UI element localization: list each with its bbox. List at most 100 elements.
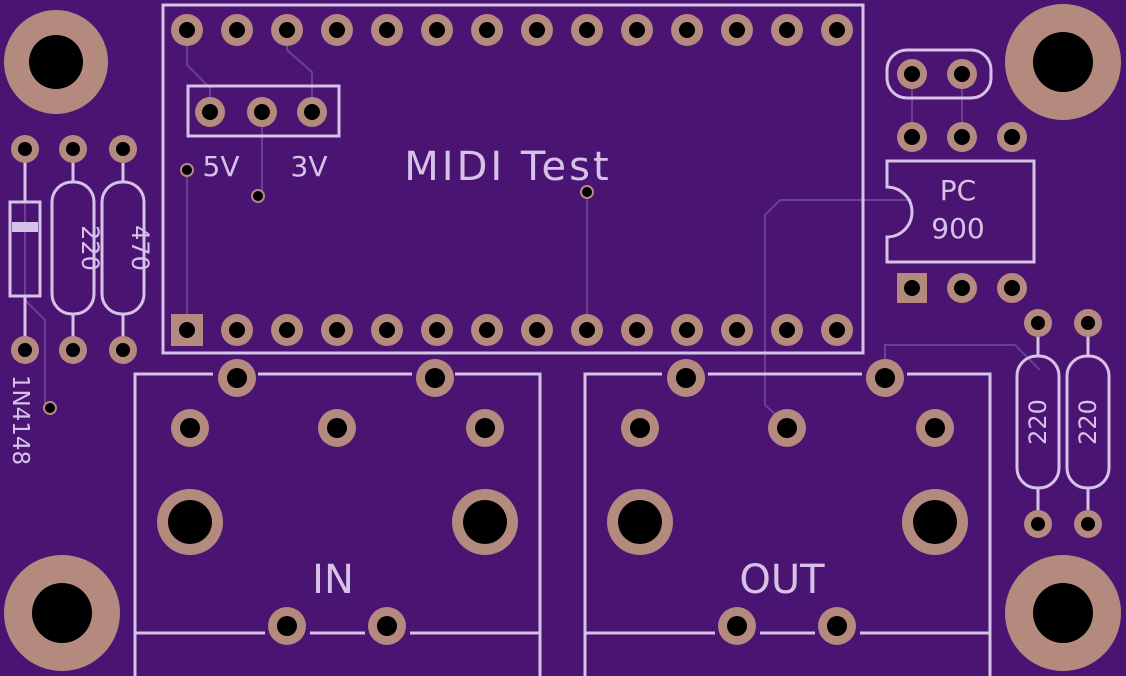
- pad-icon: [771, 14, 803, 46]
- pad-icon: [671, 14, 703, 46]
- label-jack-in: IN: [312, 557, 354, 603]
- pad-icon: [721, 14, 753, 46]
- pad-icon: [421, 14, 453, 46]
- resistor-r4-outline: [1065, 334, 1111, 512]
- via-icon: [580, 185, 594, 199]
- pad-icon: [718, 607, 756, 645]
- pad-icon: [368, 607, 406, 645]
- pad-icon: [11, 135, 39, 163]
- pad-icon: [947, 59, 977, 89]
- pad-icon: [471, 14, 503, 46]
- pad-icon: [471, 314, 503, 346]
- via-icon: [251, 189, 265, 203]
- pad-icon: [297, 97, 327, 127]
- diode-outline: [8, 160, 42, 338]
- pad-icon: [321, 314, 353, 346]
- pad-icon: [897, 122, 927, 152]
- pad-icon: [321, 14, 353, 46]
- pad-icon: [818, 607, 856, 645]
- pad-icon: [452, 489, 518, 555]
- mounting-hole-icon: [1005, 555, 1121, 671]
- resistor-r1-outline: [50, 160, 96, 338]
- pad-icon: [902, 489, 968, 555]
- pad-icon: [11, 336, 39, 364]
- pad-icon: [371, 14, 403, 46]
- pad-icon: [271, 314, 303, 346]
- optocoupler-outline: [885, 159, 1036, 264]
- pad-icon: [1074, 309, 1102, 337]
- pad-icon: [671, 314, 703, 346]
- via-icon: [43, 401, 57, 415]
- pad-icon: [157, 489, 223, 555]
- label-3v: 3V: [291, 150, 328, 183]
- resistor-r3-outline: [1015, 334, 1061, 512]
- label-r1: 220: [76, 225, 104, 271]
- pad-icon: [271, 14, 303, 46]
- resistor-r2-outline: [100, 160, 146, 338]
- label-diode: 1N4148: [7, 375, 33, 465]
- pad-icon: [1024, 510, 1052, 538]
- pad-icon: [621, 14, 653, 46]
- label-jack-out: OUT: [739, 557, 825, 603]
- label-r3: 220: [1024, 399, 1052, 445]
- pad-icon: [947, 122, 977, 152]
- vias: [43, 163, 594, 415]
- pad-icon: [171, 14, 203, 46]
- pad-icon: [897, 273, 927, 303]
- pad-icon: [318, 409, 356, 447]
- pad-icon: [721, 314, 753, 346]
- pad-icon: [607, 489, 673, 555]
- pad-icon: [466, 409, 504, 447]
- mounting-hole-icon: [4, 555, 120, 671]
- pad-icon: [997, 122, 1027, 152]
- pad-icon: [897, 59, 927, 89]
- label-optocoupler-line2: 900: [931, 212, 984, 245]
- pad-icon: [997, 273, 1027, 303]
- pad-icon: [171, 409, 209, 447]
- jack-in-outline: [133, 372, 542, 676]
- pad-icon: [268, 607, 306, 645]
- pads: [11, 14, 1102, 645]
- pad-icon: [221, 14, 253, 46]
- mounting-hole-icon: [4, 10, 108, 114]
- pad-icon: [1024, 309, 1052, 337]
- pad-icon: [171, 314, 203, 346]
- pad-icon: [221, 314, 253, 346]
- pad-icon: [371, 314, 403, 346]
- pad-icon: [571, 14, 603, 46]
- pad-icon: [821, 14, 853, 46]
- mcu-outline: [161, 3, 865, 355]
- pad-icon: [916, 409, 954, 447]
- pad-icon: [821, 314, 853, 346]
- jack-out-outline: [583, 372, 992, 676]
- pad-icon: [247, 97, 277, 127]
- pad-icon: [947, 273, 977, 303]
- pad-icon: [109, 135, 137, 163]
- header-3pin-outline: [186, 84, 341, 138]
- pad-icon: [109, 336, 137, 364]
- pad-icon: [521, 14, 553, 46]
- pad-icon: [195, 97, 225, 127]
- label-5v: 5V: [203, 150, 240, 183]
- pad-icon: [59, 336, 87, 364]
- pad-icon: [521, 314, 553, 346]
- label-r2: 470: [126, 225, 154, 271]
- pad-icon: [621, 409, 659, 447]
- board-title: MIDI Test: [404, 144, 611, 190]
- pad-icon: [771, 314, 803, 346]
- pad-icon: [218, 359, 256, 397]
- pad-icon: [667, 359, 705, 397]
- pad-icon: [571, 314, 603, 346]
- pad-icon: [768, 409, 806, 447]
- via-icon: [180, 163, 194, 177]
- mounting-holes: [4, 4, 1121, 671]
- pad-icon: [1074, 510, 1102, 538]
- pad-icon: [421, 314, 453, 346]
- pad-icon: [416, 359, 454, 397]
- label-r4: 220: [1074, 399, 1102, 445]
- header-2pin-outline: [885, 48, 993, 100]
- pad-icon: [621, 314, 653, 346]
- mounting-hole-icon: [1005, 4, 1121, 120]
